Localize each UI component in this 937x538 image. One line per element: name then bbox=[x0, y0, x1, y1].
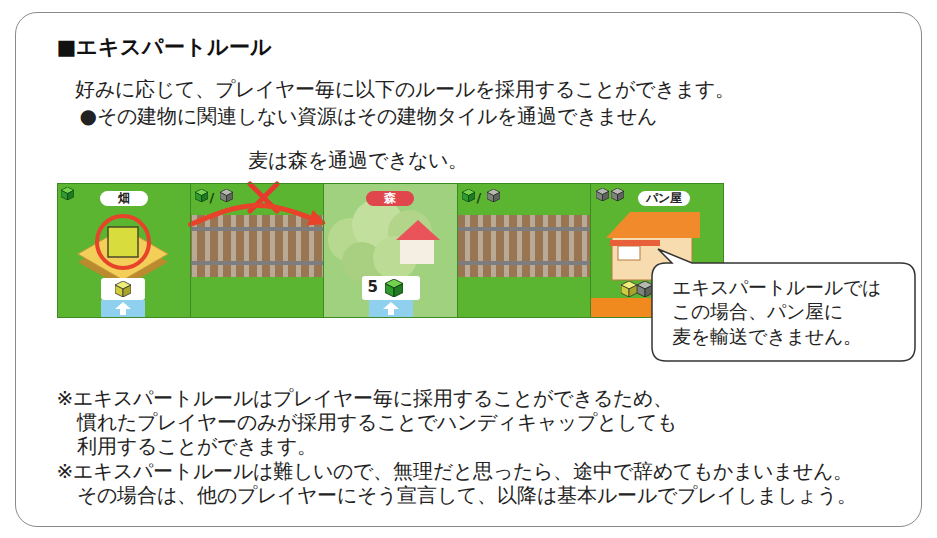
text-holder: 好みに応じて、プレイヤー毎に以下のルールを採用することができます。 bbox=[75, 76, 735, 103]
text-holder: ■エキスパートルール bbox=[57, 33, 273, 61]
text-holder: 麦は森を通過できない。 bbox=[248, 147, 468, 174]
rule-text: ●その建物に関連しない資源はその建物タイルを通過できません bbox=[80, 104, 657, 128]
cost-number: 5 bbox=[368, 278, 378, 296]
annotation-text: 麦は森を通過できない。 bbox=[248, 148, 468, 172]
text-holder: エキスパートルールでは この場合、パン屋に 麦を輸送できません。 bbox=[672, 275, 899, 349]
forest-tile: 森5 bbox=[323, 183, 458, 318]
text-holder: 畑 bbox=[57, 187, 191, 206]
intro-text: 好みに応じて、プレイヤー毎に以下のルールを採用することができます。 bbox=[75, 77, 735, 101]
text-holder: 森 bbox=[323, 187, 458, 206]
text-holder: ※エキスパートルールはプレイヤー毎に採用することができるため、 慣れたプレイヤー… bbox=[57, 386, 917, 458]
rail-tile: / bbox=[190, 183, 324, 318]
callout-shape bbox=[652, 249, 915, 361]
text-holder: パン屋 bbox=[638, 187, 690, 206]
resource-separator: / bbox=[210, 190, 215, 205]
rail-tile: / bbox=[457, 183, 591, 318]
tile-ground bbox=[57, 183, 724, 318]
note-text: ※エキスパートルールはプレイヤー毎に採用することができるため、 慣れたプレイヤー… bbox=[57, 386, 917, 458]
text-holder: ※エキスパートルールは難しいので、無理だと思ったら、途中で辞めてもかまいません。… bbox=[57, 459, 917, 507]
resource-separator: / bbox=[477, 190, 482, 205]
section-heading: ■エキスパートルール bbox=[57, 35, 273, 59]
text-holder: / bbox=[210, 187, 215, 206]
tile-name: 畑 bbox=[100, 191, 148, 206]
rule-panel: ■エキスパートルール好みに応じて、プレイヤー毎に以下のルールを採用することができ… bbox=[15, 12, 922, 527]
forest-illustration bbox=[324, 183, 457, 318]
text-holder: ●その建物に関連しない資源はその建物タイルを通過できません bbox=[80, 103, 657, 130]
callout-text: エキスパートルールでは この場合、パン屋に 麦を輸送できません。 bbox=[672, 275, 899, 349]
field-tile: 畑 bbox=[57, 183, 191, 318]
callout-bubble: エキスパートルールでは この場合、パン屋に 麦を輸送できません。 bbox=[652, 263, 915, 361]
flow-arrow bbox=[191, 205, 323, 224]
tile-name: パン屋 bbox=[638, 191, 690, 206]
text-holder: / bbox=[477, 187, 482, 206]
field-illustration bbox=[61, 187, 168, 317]
text-holder: 5 bbox=[368, 277, 378, 296]
tile-name: 森 bbox=[366, 191, 414, 206]
note-text: ※エキスパートルールは難しいので、無理だと思ったら、途中で辞めてもかまいません。… bbox=[57, 459, 917, 507]
